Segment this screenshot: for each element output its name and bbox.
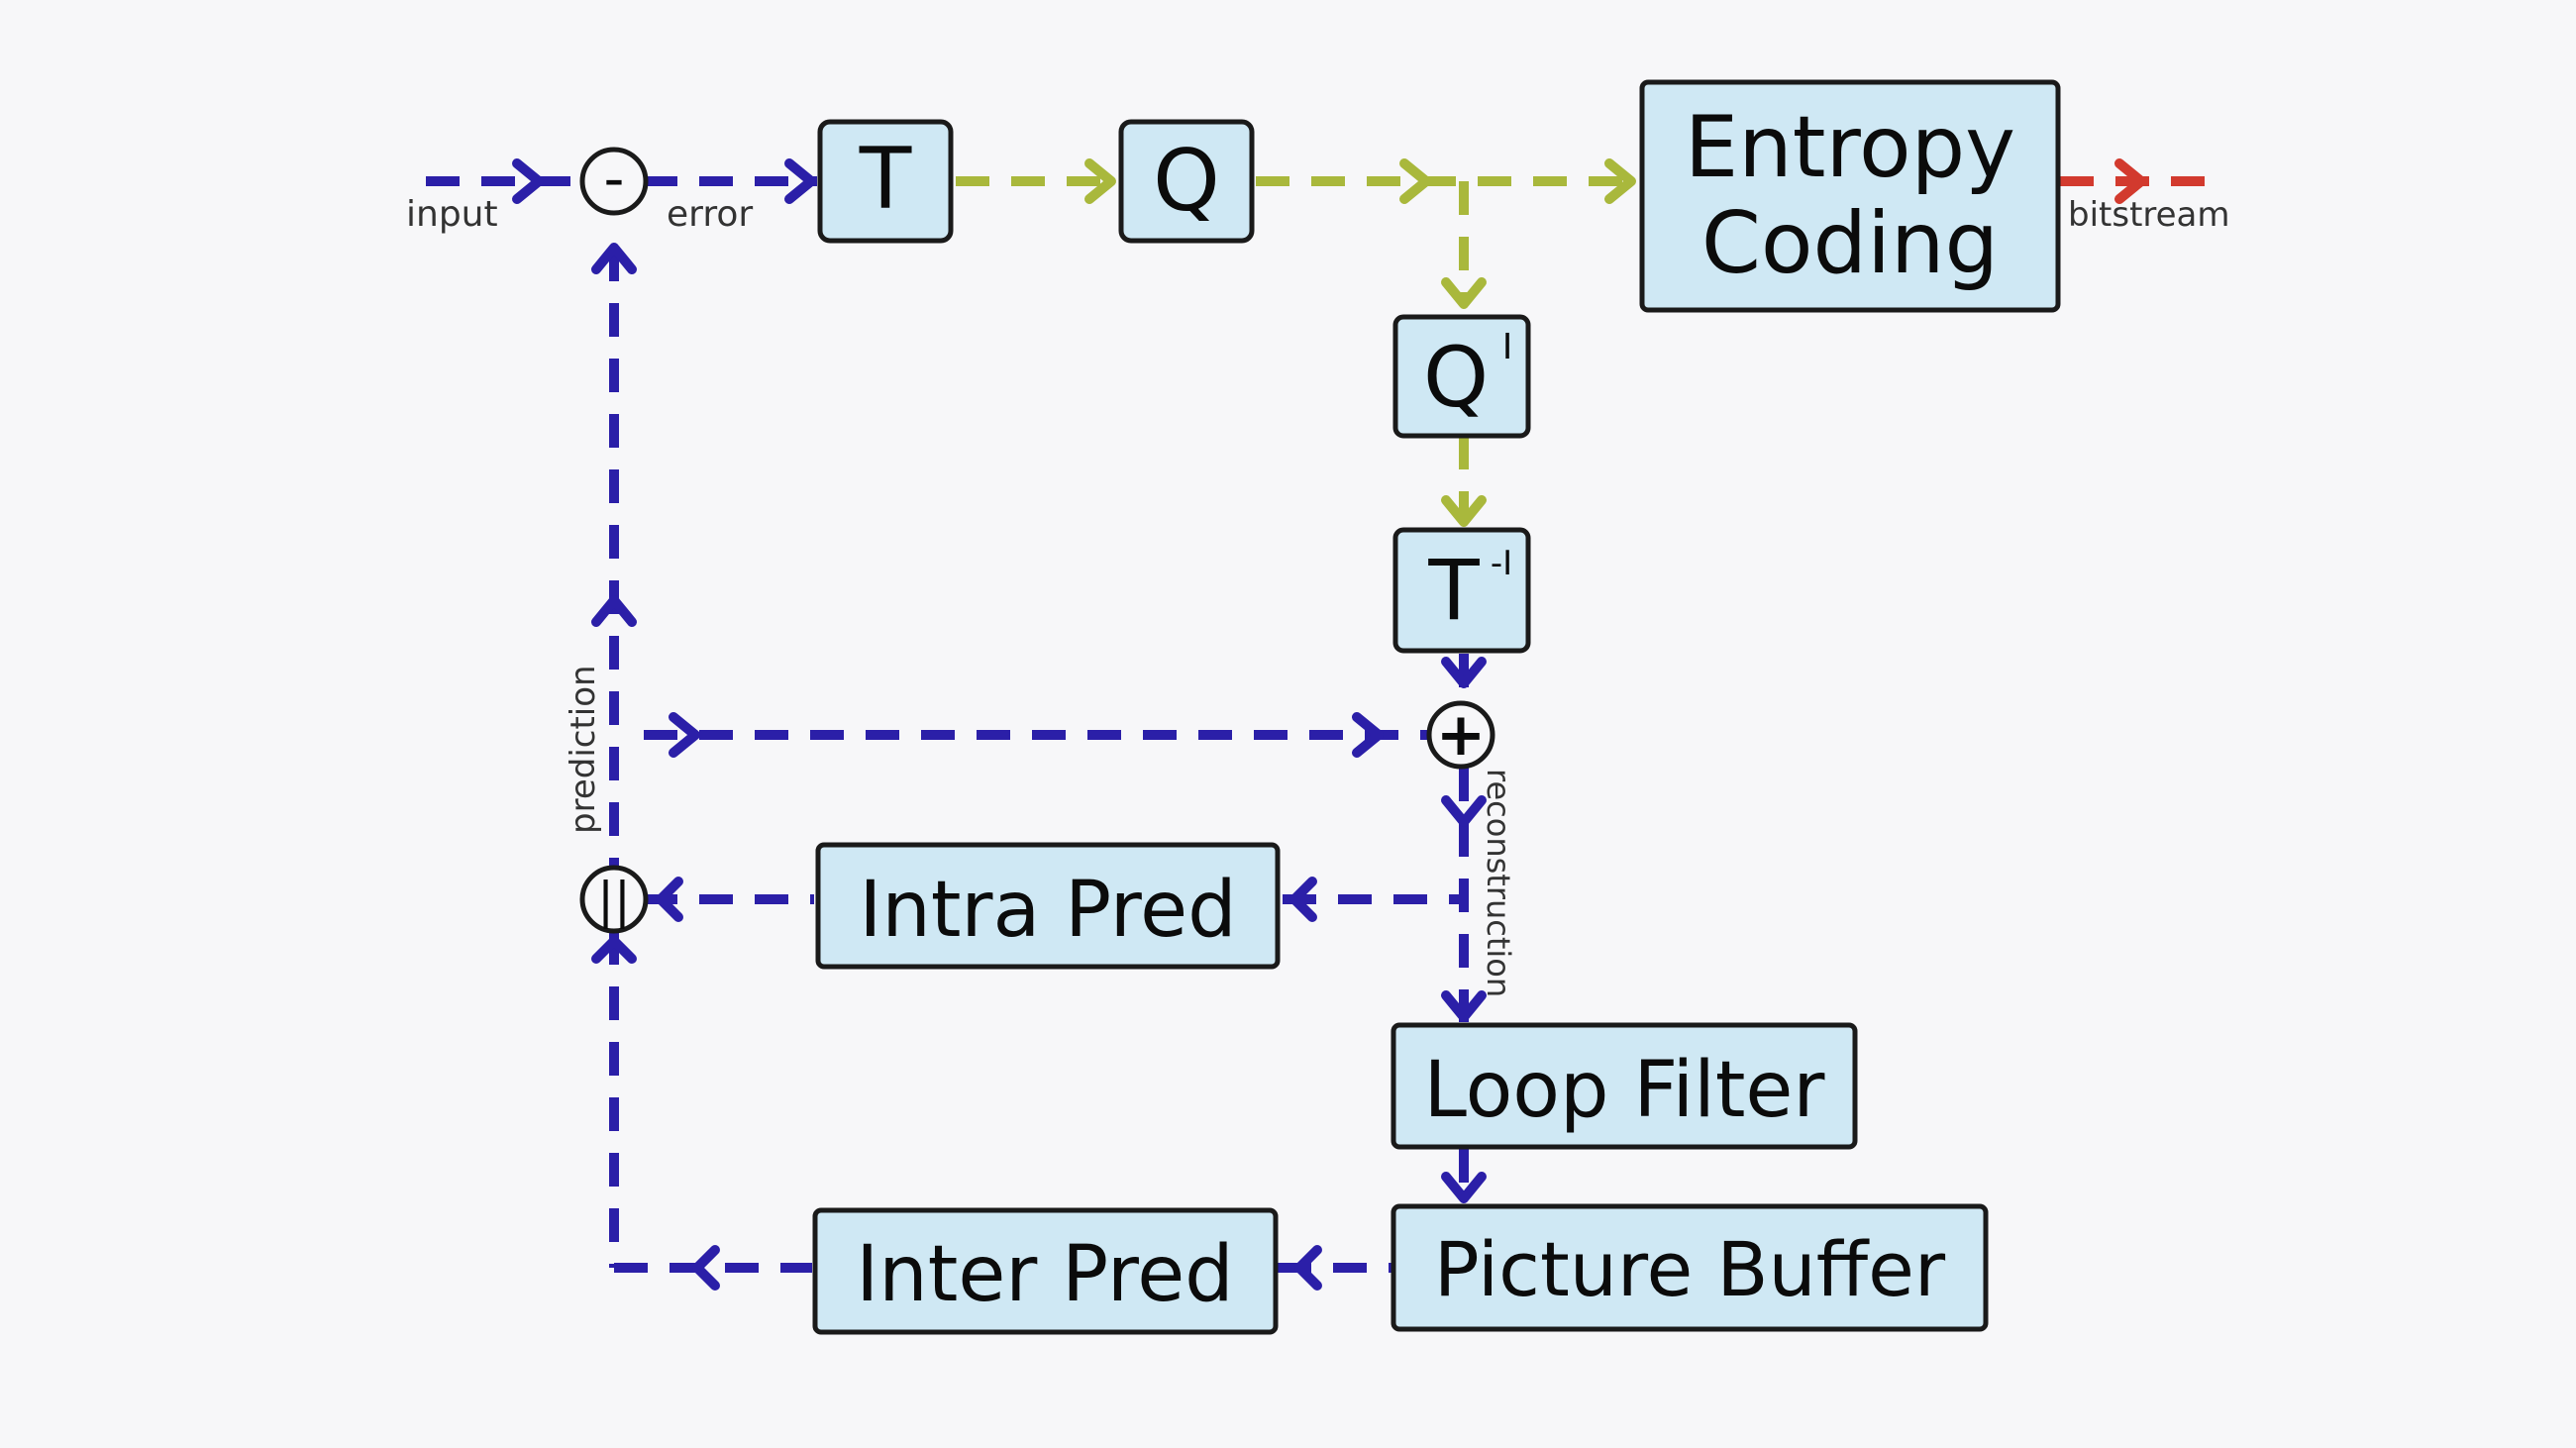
arrow-recon-down (1441, 795, 1487, 827)
input-label: input (406, 194, 498, 235)
pixel-paths (426, 176, 1469, 1273)
arrow-to-it (1441, 495, 1487, 527)
arrow-to-iq (1441, 277, 1487, 309)
inverse-quantize-block: Q I (1392, 314, 1531, 439)
add-node: + (1426, 700, 1495, 770)
inter-pred-label: Inter Pred (856, 1230, 1233, 1319)
intra-pred-block: Intra Pred (815, 842, 1281, 970)
loop-filter-box (1391, 1022, 1858, 1150)
switch-circle (579, 865, 649, 934)
intra-pred-label: Intra Pred (859, 866, 1236, 955)
subtract-circle (579, 147, 649, 216)
arrow-to-entropy (1604, 158, 1636, 204)
arrow-to-switch (656, 877, 683, 922)
arrow-inter-left (692, 1245, 720, 1291)
picture-buffer-label: Picture Buffer (1434, 1225, 1946, 1313)
inter-pred-box (812, 1207, 1279, 1335)
entropy-coding-box (1639, 79, 2061, 313)
arrow-to-switch-bottom (591, 936, 637, 964)
inverse-transform-superscript: -I (1491, 544, 1512, 583)
picture-buffer-box (1391, 1203, 1989, 1332)
subtract-symbol: - (604, 145, 625, 212)
transform-block: T (817, 119, 954, 244)
bitstream-arrow (2114, 158, 2146, 204)
transform-label: T (859, 130, 912, 229)
error-label: error (667, 194, 753, 235)
arrow-to-intra (1289, 877, 1317, 922)
inverse-transform-box (1392, 527, 1531, 654)
arrow-prediction-up (591, 595, 637, 627)
prediction-switch: || (579, 865, 649, 934)
arrow-input (512, 158, 544, 204)
intra-pred-box (815, 842, 1281, 970)
quantize-block: Q (1118, 119, 1255, 244)
reconstruction-label: reconstruction (1480, 769, 1517, 997)
arrow-to-loop-filter (1441, 990, 1487, 1022)
arrow-to-inter (1294, 1245, 1322, 1291)
inter-pred-block: Inter Pred (812, 1207, 1279, 1335)
prediction-label: prediction (564, 665, 603, 834)
inverse-quantize-box (1392, 314, 1531, 439)
coefficient-paths (956, 176, 1634, 523)
bitstream-path (2060, 158, 2209, 204)
arrow-to-t (784, 158, 816, 204)
inverse-transform-label: T (1427, 542, 1480, 639)
quantize-label: Q (1153, 132, 1220, 231)
arrow-to-add (1352, 712, 1384, 758)
arrow-it-down (1441, 657, 1487, 688)
inverse-quantize-label: Q (1423, 329, 1489, 426)
transform-box (817, 119, 954, 244)
inverse-quantize-superscript: I (1502, 327, 1513, 367)
arrow-prediction-right (669, 712, 700, 758)
arrow-to-subtract (591, 243, 637, 274)
entropy-coding-label-line1: Entropy (1685, 98, 2015, 197)
picture-buffer-block: Picture Buffer (1391, 1203, 1989, 1332)
arrow-mid-green (1399, 158, 1431, 204)
arrow-to-q (1084, 158, 1116, 204)
entropy-coding-label-line2: Coding (1701, 194, 1999, 293)
bitstream-label: bitstream (2068, 195, 2230, 235)
add-circle (1426, 700, 1495, 770)
entropy-coding-block: Entropy Coding (1639, 79, 2061, 313)
coefficient-arrows (1084, 158, 1636, 527)
subtract-node: - (579, 145, 649, 216)
loop-filter-label: Loop Filter (1423, 1046, 1825, 1135)
arrow-to-buffer (1441, 1172, 1487, 1203)
loop-filter-block: Loop Filter (1391, 1022, 1858, 1150)
inverse-transform-block: T -I (1392, 527, 1531, 654)
quantize-box (1118, 119, 1255, 244)
pixel-arrows (512, 158, 1487, 1291)
switch-symbol: || (597, 872, 631, 929)
add-symbol: + (1436, 700, 1486, 770)
